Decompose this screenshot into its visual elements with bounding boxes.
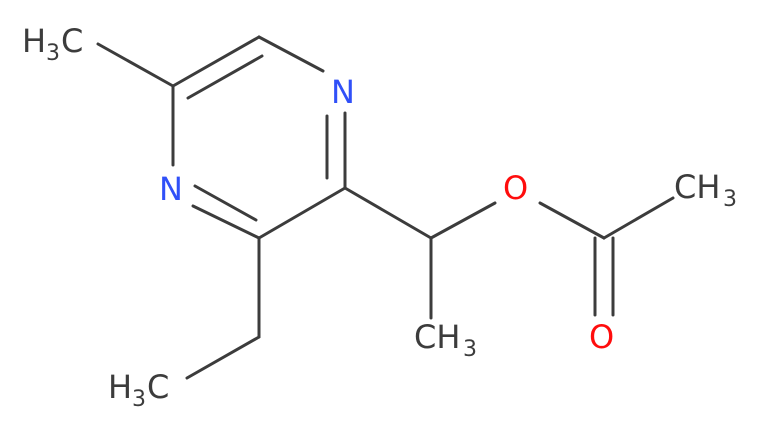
atom-n-top: N: [331, 73, 355, 111]
ethyl-methyl-c: C: [147, 368, 169, 406]
substituents: [96, 42, 675, 380]
bond-n1-c5: [257, 35, 325, 73]
bond-n4-c3-inner: [193, 184, 258, 222]
acetyl-methyl-ch: CH: [674, 168, 720, 206]
bond-chain-c-o: [429, 201, 497, 240]
ethyl-methyl-h: H: [108, 368, 132, 406]
ring-methyl-c: C: [61, 22, 83, 60]
bond-n4-c3: [191, 204, 261, 240]
atom-o-carbonyl: O: [589, 318, 614, 356]
bond-c6-c5: [171, 35, 261, 88]
acetyl-methyl-label: CH 3: [674, 168, 737, 212]
pyrazine-ring: [171, 35, 347, 240]
ring-methyl-label: H 3 C: [22, 22, 83, 66]
acetyl-methyl-sub: 3: [723, 187, 737, 212]
bond-c2-chain-c: [343, 186, 433, 240]
atom-n-left: N: [159, 170, 183, 208]
chain-methyl-label: CH 3: [414, 318, 477, 362]
bond-acyl-c-methyl: [602, 196, 675, 240]
ethyl-methyl-sub: 3: [132, 387, 146, 412]
bond-o-acyl-c: [538, 201, 606, 240]
chain-methyl-sub: 3: [463, 337, 477, 362]
ring-methyl-h: H: [22, 22, 46, 60]
bond-ch2-ch3: [185, 335, 261, 380]
chain-methyl-ch: CH: [414, 318, 460, 356]
atom-o-ester: O: [503, 169, 528, 207]
ring-methyl-sub: 3: [46, 41, 60, 66]
bond-c6-c5-inner: [186, 54, 264, 100]
bond-ring-methyl: [96, 42, 175, 88]
ethyl-methyl-label: H 3 C: [108, 368, 169, 412]
bond-c3-c2: [257, 186, 347, 240]
